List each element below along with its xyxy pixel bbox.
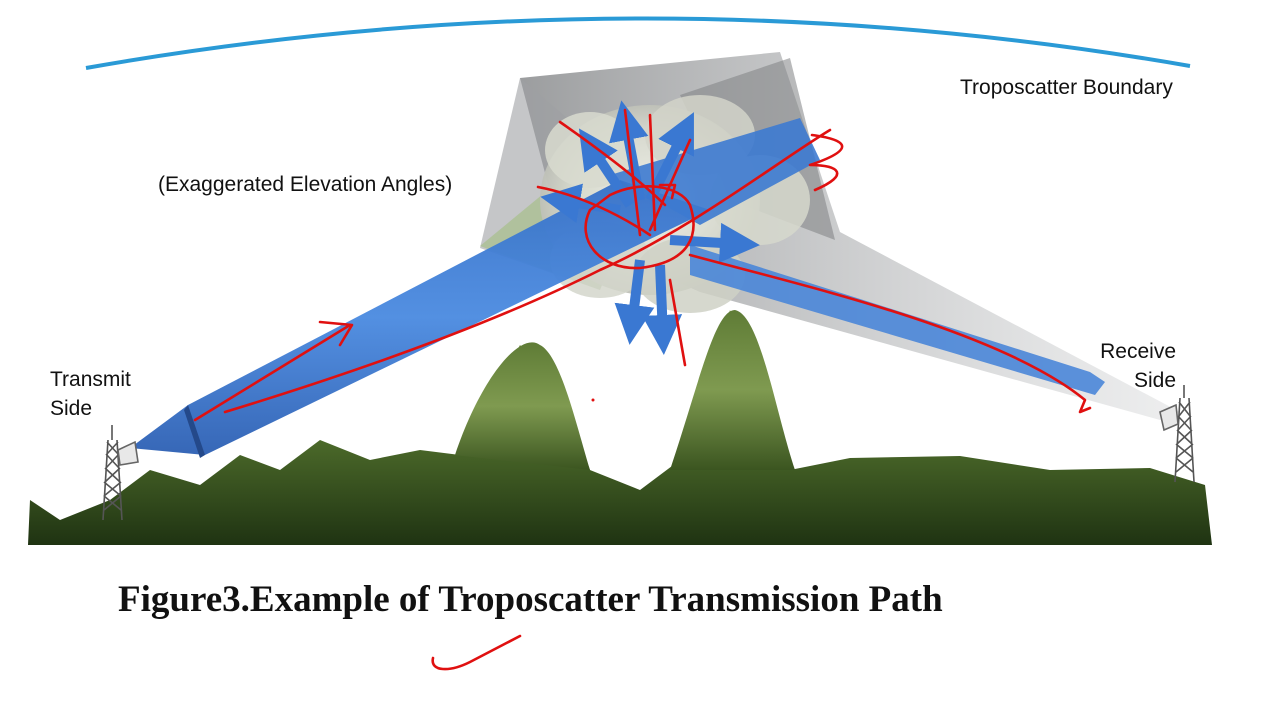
terrain-peak-left — [455, 342, 590, 470]
dot-marker — [592, 399, 595, 402]
receive-tower-icon — [1160, 385, 1194, 482]
transmit-label-line1: Transmit — [50, 366, 131, 395]
troposcatter-boundary-line — [86, 18, 1190, 68]
transmit-label-line2: Side — [50, 395, 131, 424]
receive-label-line1: Receive — [1100, 338, 1176, 367]
elevation-angles-label: (Exaggerated Elevation Angles) — [158, 171, 452, 200]
receive-side-label: Receive Side — [1100, 338, 1176, 396]
transmit-side-label: Transmit Side — [50, 366, 131, 424]
terrain-peak-right — [670, 310, 795, 470]
receive-label-line2: Side — [1100, 367, 1176, 396]
troposcatter-boundary-label: Troposcatter Boundary — [960, 74, 1173, 103]
figure-caption: Figure3.Example of Troposcatter Transmis… — [118, 578, 943, 621]
transmit-beam — [130, 180, 710, 455]
